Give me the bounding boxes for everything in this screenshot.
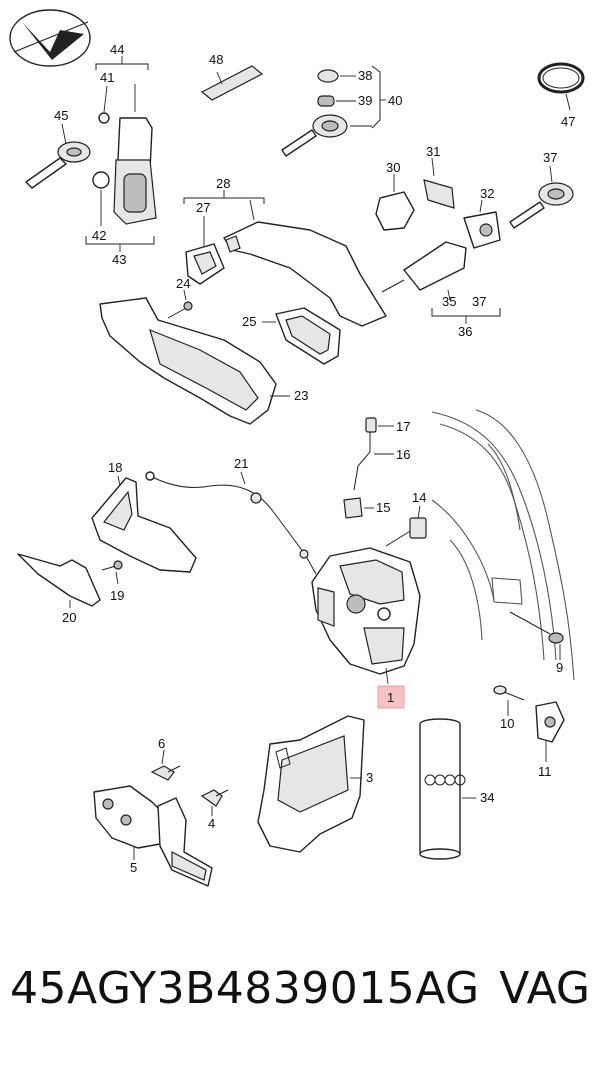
callout-32: 32 (480, 186, 494, 201)
callout-21: 21 (234, 456, 248, 471)
callout-35: 35 (442, 294, 456, 309)
callout-39: 39 (358, 93, 372, 108)
callout-10: 10 (500, 716, 514, 731)
callout-43: 43 (112, 252, 126, 267)
highlight-box-part-1 (377, 685, 405, 709)
callout-16: 16 (396, 447, 410, 462)
callout-27: 27 (196, 200, 210, 215)
vendor-logo (9, 9, 91, 67)
callout-48: 48 (209, 52, 223, 67)
part-23-handle-carrier (99, 297, 290, 425)
part-14-switch (385, 505, 427, 547)
callout-28: 28 (216, 176, 230, 191)
callout-47: 47 (561, 114, 575, 129)
callout-20: 20 (62, 610, 76, 625)
part-3-bracket (257, 715, 365, 853)
part-24-screw (167, 289, 193, 319)
callout-17: 17 (396, 419, 410, 434)
part-number-code: 45AGY3B4839015AG (10, 963, 480, 1014)
callout-24: 24 (176, 276, 190, 291)
callout-37-right: 37 (543, 150, 557, 165)
callout-3: 3 (366, 770, 373, 785)
key-group-left (25, 56, 157, 252)
key-cylinder-group (281, 65, 386, 157)
callout-19: 19 (110, 588, 124, 603)
callout-34: 34 (480, 790, 494, 805)
outer-handle-group (183, 190, 387, 327)
part-34-lubricant-can (419, 718, 476, 860)
part-48 (200, 65, 264, 101)
door-frame-outline (431, 409, 575, 681)
part-21-release-cable (145, 471, 317, 575)
callout-41: 41 (100, 70, 114, 85)
callout-25: 25 (242, 314, 256, 329)
part-9-bolt (509, 611, 564, 660)
callout-1: 1 (387, 690, 394, 705)
callout-15: 15 (376, 500, 390, 515)
callout-11: 11 (538, 764, 552, 779)
part-25-gasket (262, 307, 341, 365)
callout-44: 44 (110, 42, 124, 57)
rod-and-clip-group (343, 417, 394, 519)
part-47-seal-ring (537, 62, 585, 111)
callout-23: 23 (294, 388, 308, 403)
callout-6: 6 (158, 736, 165, 751)
door-lock-cylinder-group (375, 157, 574, 324)
callout-37-bottom: 37 (472, 294, 486, 309)
callout-36: 36 (458, 324, 472, 339)
callout-labels: 44 41 45 42 43 48 38 39 40 47 28 27 30 3… (54, 42, 575, 875)
callout-9: 9 (556, 660, 563, 675)
callout-42: 42 (92, 228, 106, 243)
callout-30: 30 (386, 160, 400, 175)
callout-18: 18 (108, 460, 122, 475)
callout-40: 40 (388, 93, 402, 108)
callout-14: 14 (412, 490, 426, 505)
callout-4: 4 (208, 816, 215, 831)
hinge-group (93, 749, 229, 887)
callout-5: 5 (130, 860, 137, 875)
callout-45: 45 (54, 108, 68, 123)
part-1-door-lock (311, 547, 421, 685)
footer: 45AGY3B4839015AG VAG (10, 963, 590, 1033)
callout-31: 31 (426, 144, 440, 159)
brand-name: VAG (499, 963, 590, 1014)
callout-38: 38 (358, 68, 372, 83)
inner-handle-group (17, 475, 197, 608)
striker-group (493, 685, 565, 762)
